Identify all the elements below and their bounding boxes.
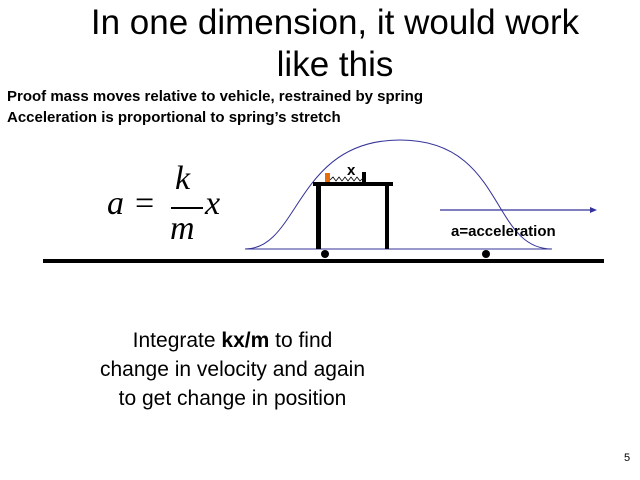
formula-equals: = (135, 185, 155, 222)
wheel-left (321, 250, 329, 258)
body-line-2: change in velocity and again (99, 358, 366, 381)
formula-lhs: a (107, 185, 124, 222)
bullet-1: Proof mass moves relative to vehicle, re… (7, 88, 423, 105)
spring (329, 176, 363, 182)
bell-curve (244, 139, 553, 250)
arrow-head (590, 207, 597, 213)
wheel-right (482, 250, 490, 258)
formula-variable: x (205, 185, 221, 222)
ground-line (43, 259, 604, 263)
bullet-2: Acceleration is proportional to spring’s… (7, 109, 341, 126)
cart-top (313, 182, 393, 186)
spring-post (362, 172, 366, 184)
body-text: Integrate kx/m to find change in velocit… (60, 326, 405, 413)
title-line-2: like this (276, 45, 394, 84)
formula-denominator: m (170, 210, 195, 247)
body-pre: Integrate (132, 329, 222, 352)
body-line-3: to get change in position (118, 387, 347, 410)
cart-leg-right (385, 182, 389, 249)
fraction-bar (171, 207, 203, 209)
title-line-1: In one dimension, it would work (90, 3, 580, 42)
x-label: x (347, 162, 356, 179)
acceleration-label: a=acceleration (451, 223, 556, 240)
formula-numerator: k (175, 160, 191, 197)
page-number: 5 (624, 452, 631, 464)
cart-leg-left (316, 182, 321, 249)
body-bold: kx/m (221, 329, 270, 352)
proof-mass (325, 173, 330, 182)
body-post: to find (269, 329, 333, 352)
